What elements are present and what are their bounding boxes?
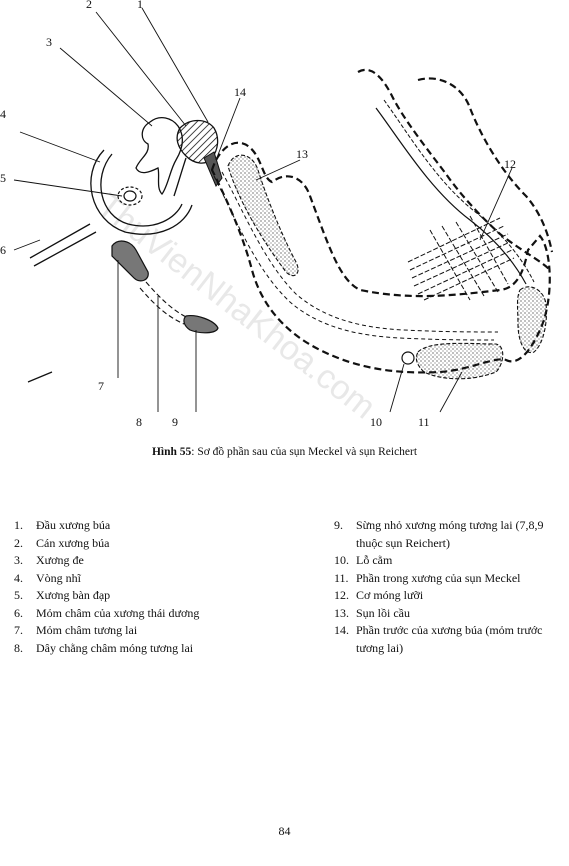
legend-number: 9. <box>334 518 343 532</box>
legend-number: 2. <box>14 535 23 550</box>
caption-prefix: Hình 55 <box>151 446 192 458</box>
label-1: 1 <box>137 0 143 11</box>
legend-text: Phần trước của xương búa (mỏm trước tươn… <box>356 623 543 655</box>
legend-number: 10. <box>334 553 349 567</box>
label-7: 7 <box>98 379 104 393</box>
label-10: 10 <box>370 415 382 429</box>
figure-caption: Hình 55: Sơ đồ phần sau của sụn Meckel v… <box>0 446 569 458</box>
page-number: 84 <box>278 824 291 838</box>
leader-lines <box>13 7 513 413</box>
legend-item: 13. Sụn lồi cầu <box>334 605 569 623</box>
mental-foramen <box>401 351 415 365</box>
label-6: 6 <box>0 243 6 257</box>
legend-text: Mỏm châm của xương thái dương <box>36 605 200 620</box>
legend-item: 2. Cán xương búa <box>14 535 314 553</box>
legend-number: 13. <box>334 605 349 620</box>
label-3: 3 <box>46 35 52 49</box>
legend-number: 4. <box>14 570 23 585</box>
malleus-manubrium <box>173 157 187 197</box>
label-9: 9 <box>172 415 178 429</box>
legend-item: 4. Vòng nhĩ <box>14 570 314 588</box>
tympanic-ring <box>90 149 193 235</box>
legend-number: 14. <box>334 623 349 637</box>
legend-item: 14. Phần trước của xương búa (mỏm trước t… <box>334 622 569 657</box>
legend-item: 5. Xương bàn đạp <box>14 587 314 605</box>
legend-text: Mỏm châm tương lai <box>36 623 138 637</box>
legend-item: 9. Sừng nhỏ xương móng tương lai (7,8,9 t… <box>334 517 569 552</box>
label-2: 2 <box>86 0 92 11</box>
meckel-cartilage <box>213 171 499 341</box>
caption-text: : Sơ đồ phần sau của sụn Meckel và sụn R… <box>191 446 418 458</box>
legend-number: 8. <box>14 640 23 655</box>
legend-text: Vòng nhĩ <box>36 570 81 585</box>
lingual-strip-inner <box>383 99 535 283</box>
legend-number: 6. <box>14 605 23 620</box>
legend-number: 3. <box>14 553 23 567</box>
lingual-strip <box>375 107 527 285</box>
tongue-outline <box>357 68 554 271</box>
condylar-cartilage <box>227 154 299 277</box>
legend-text: Phần trong xương của sụn Meckel <box>356 570 521 585</box>
meckel-bony-part <box>415 342 504 380</box>
legend-number: 5. <box>14 588 23 602</box>
stub-line <box>27 371 53 383</box>
legend-item: 10. Lỗ cằm <box>334 552 569 570</box>
incus-bone <box>135 116 184 195</box>
legend-number: 12. <box>334 588 349 602</box>
legend-item: 8. Dây chằng châm móng tương lai <box>14 640 314 658</box>
legend-item: 11. Phần trong xương của sụn Meckel <box>334 570 569 588</box>
hyoid-lesser-horn <box>183 315 219 334</box>
label-14: 14 <box>234 85 246 99</box>
label-13: 13 <box>296 147 308 161</box>
temporal-styloid <box>29 223 97 267</box>
stylohyoid-ligament <box>139 281 189 325</box>
hyoglossus-muscle <box>407 215 515 301</box>
legend-text: Dây chằng châm móng tương lai <box>36 640 194 655</box>
legend-number: 11. <box>334 570 349 585</box>
legend-text: Đầu xương búa <box>36 518 111 532</box>
future-styloid <box>111 240 149 282</box>
legend-text: Sụn lồi cầu <box>356 605 410 620</box>
legend-right: 9. Sừng nhỏ xương móng tương lai (7,8,9 t… <box>334 517 569 657</box>
legend-number: 7. <box>14 623 23 637</box>
legend-text: Xương đe <box>36 553 84 567</box>
legend-text: Cơ móng lưỡi <box>356 588 424 602</box>
anatomical-diagram: ThuVienNhaKhoa.com <box>0 0 554 429</box>
stapes <box>117 186 143 206</box>
legend-text: Xương bàn đạp <box>36 588 111 602</box>
legend-item: 7. Mỏm châm tương lai <box>14 622 314 640</box>
legend-text: Sừng nhỏ xương móng tương lai (7,8,9 thu… <box>356 518 544 550</box>
legend-left: 1. Đầu xương búa 2. Cán xương búa 3. Xương đe… <box>14 517 314 657</box>
legend-item: 6. Mỏm châm của xương thái dương <box>14 605 314 623</box>
label-4: 4 <box>0 107 6 121</box>
label-12: 12 <box>504 157 516 171</box>
mandible-outline <box>210 141 551 374</box>
legend-item: 12. Cơ móng lưỡi <box>334 587 569 605</box>
legend-number: 1. <box>14 518 23 532</box>
anterior-arch <box>516 286 548 354</box>
label-5: 5 <box>0 171 6 185</box>
legend-item: 1. Đầu xương búa <box>14 517 314 535</box>
legend-text: Lỗ cằm <box>356 553 393 567</box>
label-11: 11 <box>418 415 430 429</box>
legend-item: 3. Xương đe <box>14 552 314 570</box>
label-8: 8 <box>136 415 142 429</box>
legend-text: Cán xương búa <box>36 535 110 550</box>
